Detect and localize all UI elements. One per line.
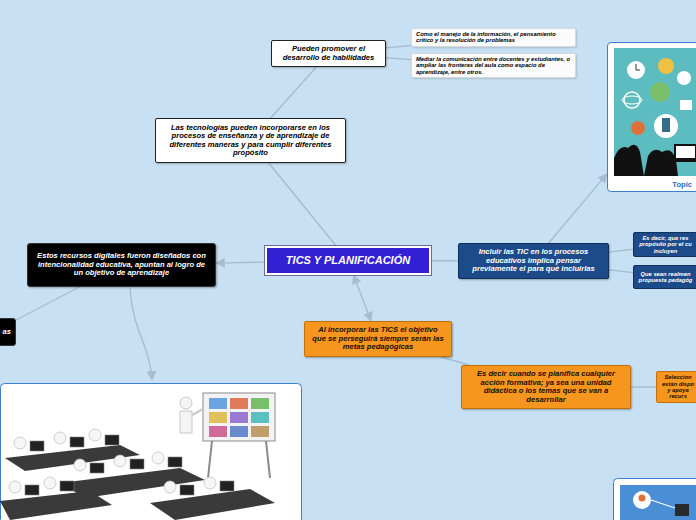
subtopic-box: Es decir cuando se planifica cualquier a…	[461, 365, 631, 409]
connector	[441, 357, 469, 365]
connector	[549, 174, 607, 243]
connector	[386, 46, 411, 48]
central-topic: TICS Y PLANIFICACIÓN	[265, 246, 431, 275]
cut-box: Seleccion están dispo y apoya recurs	[656, 371, 696, 403]
node-text: Topic	[608, 181, 692, 190]
connector	[354, 275, 372, 321]
connector	[609, 249, 633, 252]
classroom-illustration	[0, 383, 303, 520]
node-text: Las tecnologías pueden incorporarse en l…	[162, 124, 339, 158]
connector	[16, 287, 79, 320]
cut-box: as	[0, 318, 16, 346]
node-text: Estos recursos digitales fueron diseñado…	[36, 252, 207, 278]
subtopic-box: Al incorporar las TICS el objetivo que s…	[304, 321, 452, 357]
cut-box: Que sean realmen propuesta pedagóg	[633, 265, 696, 289]
connector	[431, 260, 458, 261]
connector	[271, 67, 317, 118]
node-text: Es decir, que res propósito por el cu in…	[637, 235, 694, 254]
connector	[216, 262, 265, 263]
connector	[386, 58, 411, 60]
subtopic-box: Pueden promover el desarrollo de habilid…	[271, 40, 386, 67]
detail-box: Como el manejo de la información, el pen…	[411, 28, 576, 47]
node-text: Seleccion están dispo y apoya recurs	[660, 374, 696, 400]
node-text: Al incorporar las TICS el objetivo que s…	[311, 326, 445, 352]
cut-box: Es decir, que res propósito por el cu in…	[633, 232, 696, 257]
node-text: Es decir cuando se planifica cualquier a…	[468, 370, 624, 404]
connector	[631, 386, 656, 387]
subtopic-box: Incluir las TIC en los procesos educativ…	[458, 243, 609, 279]
corner-illustration	[613, 478, 696, 520]
node-text: Incluir las TIC en los procesos educativ…	[465, 248, 602, 274]
node-text: Pueden promover el desarrollo de habilid…	[278, 45, 379, 62]
node-text: Que sean realmen propuesta pedagóg	[637, 271, 694, 284]
detail-box: Mediar la comunicación entre docentes y …	[411, 53, 576, 78]
image-frame: Topic	[607, 42, 696, 192]
node-text: TICS Y PLANIFICACIÓN	[271, 254, 425, 266]
connector	[609, 270, 633, 273]
leader-line	[130, 288, 152, 380]
node-text: Mediar la comunicación entre docentes y …	[416, 56, 571, 75]
topic-illustration	[614, 48, 696, 176]
connector	[269, 163, 336, 246]
node-text: as	[0, 328, 11, 337]
subtopic-box: Estos recursos digitales fueron diseñado…	[27, 243, 216, 287]
node-text: Como el manejo de la información, el pen…	[416, 31, 571, 44]
subtopic-box: Las tecnologías pueden incorporarse en l…	[155, 118, 346, 163]
